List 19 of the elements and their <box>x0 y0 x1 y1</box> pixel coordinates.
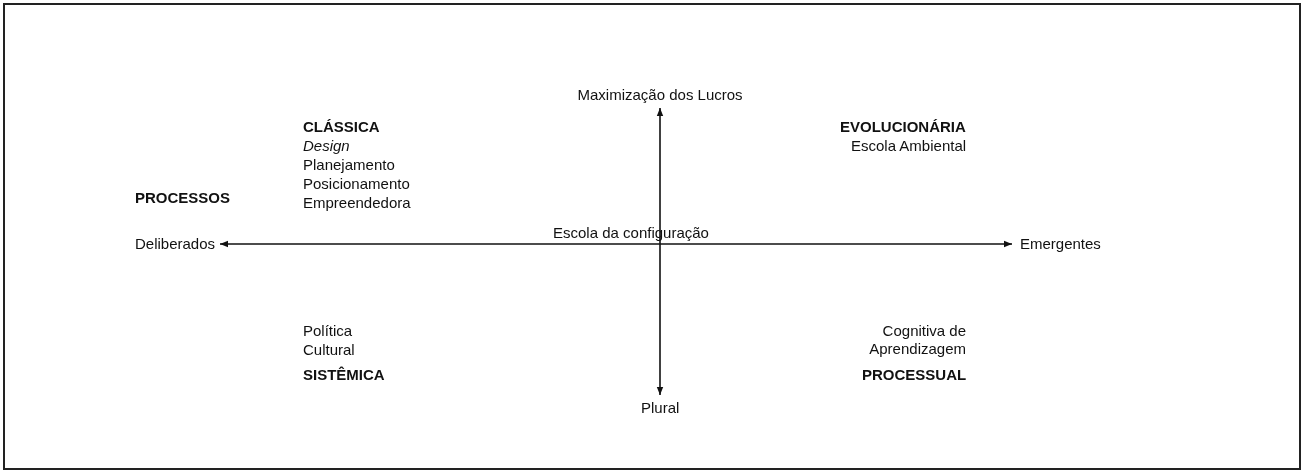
school-name: Escola Ambiental <box>851 137 967 155</box>
school-name: Política <box>303 322 353 340</box>
school-name: Empreendedora <box>303 194 411 212</box>
axis-label: Emergentes <box>1020 235 1101 253</box>
school-name: Cultural <box>303 341 355 359</box>
school-name: Cognitiva de Aprendizagem <box>868 322 966 358</box>
school-name: Design <box>303 137 350 155</box>
axis-arrow <box>219 240 1013 248</box>
axis-label: Deliberados <box>135 235 216 253</box>
quadrant-heading: CLÁSSICA <box>303 118 380 136</box>
quadrant-heading: EVOLUCIONÁRIA <box>840 118 966 136</box>
axis-label: Plural <box>641 399 680 417</box>
axis-arrow <box>656 107 664 396</box>
axis-label: Maximização dos Lucros <box>577 86 743 104</box>
quadrant-heading: SISTÊMICA <box>303 366 385 384</box>
quadrant-heading: PROCESSOS <box>135 189 231 207</box>
quadrant-heading: PROCESSUAL <box>862 366 967 384</box>
school-name: Planejamento <box>303 156 395 174</box>
school-name: Posicionamento <box>303 175 410 193</box>
